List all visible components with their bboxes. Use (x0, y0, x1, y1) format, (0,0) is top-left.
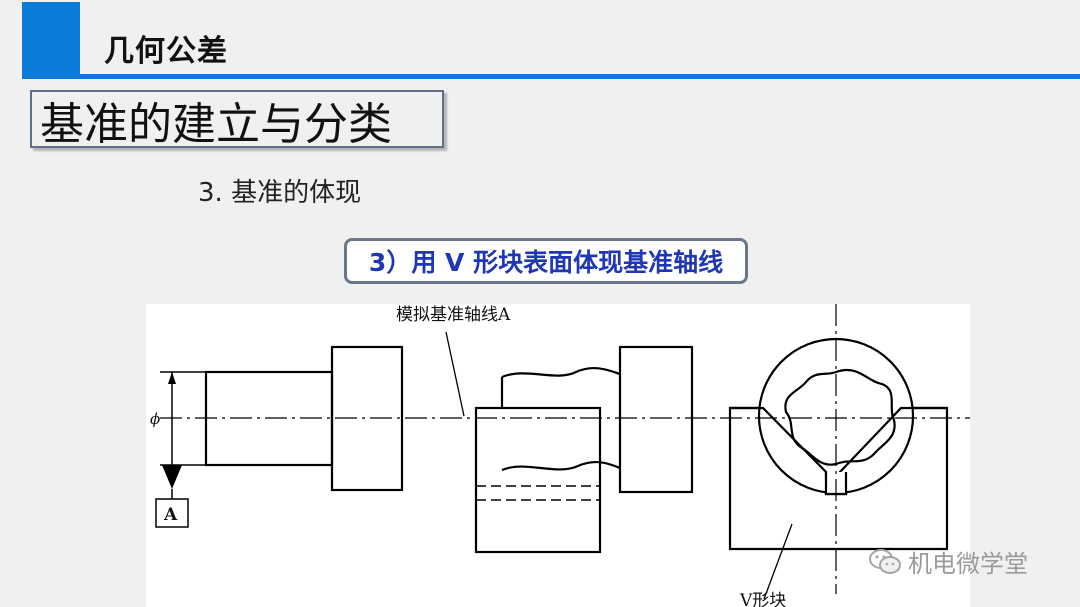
header-divider (22, 74, 1080, 79)
sub-heading: 3. 基准的体现 (198, 178, 362, 208)
label-simulated-datum-axis: 模拟基准轴线A (396, 305, 511, 325)
topic-pill: 3）用 V 形块表面体现基准轴线 (344, 238, 748, 284)
middle-shaft-break-bottom (501, 460, 621, 472)
section-title: 基准的建立与分类 (40, 99, 392, 150)
page-header-title: 几何公差 (104, 34, 228, 69)
label-v-block: V形块 (739, 591, 786, 607)
watermark-text: 机电微学堂 (908, 550, 1028, 578)
datum-box (155, 498, 189, 528)
watermark: 机电微学堂 (868, 544, 1028, 579)
section-title-frame (30, 90, 444, 148)
middle-shaft-right (618, 345, 694, 494)
left-shaft-large (330, 345, 404, 492)
header-bar (0, 0, 1080, 80)
header-accent-block (22, 2, 80, 78)
label-datum-A: A (163, 505, 178, 525)
wechat-icon (869, 548, 901, 574)
technical-drawing: 模拟基准轴线A ϕ A V形块 (146, 304, 970, 607)
middle-shaft-break-top (501, 366, 621, 379)
label-phi: ϕ (150, 410, 160, 428)
middle-block (474, 406, 602, 554)
